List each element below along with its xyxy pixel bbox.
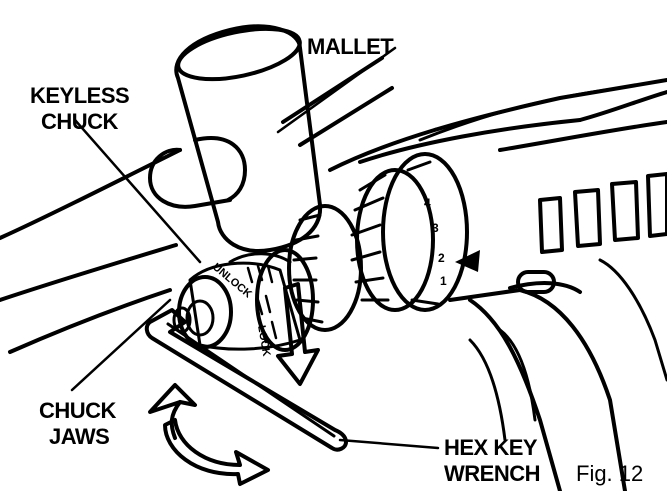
mallet-head: [174, 24, 323, 253]
rotation-arrow-icon: [148, 383, 270, 486]
chuck-jaws-label-line2: JAWS: [49, 424, 109, 449]
keyless-chuck-label-line2: CHUCK: [41, 109, 119, 134]
down-arrow-icon: [276, 282, 320, 386]
hex-key-label-line1: HEX KEY: [444, 435, 538, 460]
hex-key-leader: [338, 438, 440, 450]
drill-body: [328, 78, 667, 491]
clutch-pointer-icon: [455, 250, 480, 272]
mallet: [148, 24, 394, 253]
chuck-lock-marking: LOCK: [255, 324, 272, 357]
keyless-chuck-label-line1: KEYLESS: [30, 83, 129, 108]
hex-key-label-line2: WRENCH: [444, 461, 540, 486]
leader-lines: [70, 46, 440, 450]
mallet-leader: [276, 46, 397, 134]
collar-number-3: 3: [432, 221, 439, 235]
chuck-sleeve: [172, 204, 363, 352]
clutch-collar: [350, 152, 480, 312]
direction-switch-icon: [516, 270, 556, 294]
hex-key-wrench: [144, 308, 348, 452]
keyless-chuck-leader: [73, 118, 202, 264]
figure-caption: Fig. 12: [576, 461, 643, 486]
chuck-jaws-leader: [70, 298, 172, 392]
collar-number-1: 1: [440, 274, 447, 288]
mallet-label: MALLET: [307, 34, 394, 59]
collar-number-2: 2: [438, 251, 445, 265]
chuck-jaws-label-line1: CHUCK: [39, 398, 117, 423]
collar-number-4: 4: [424, 196, 431, 210]
